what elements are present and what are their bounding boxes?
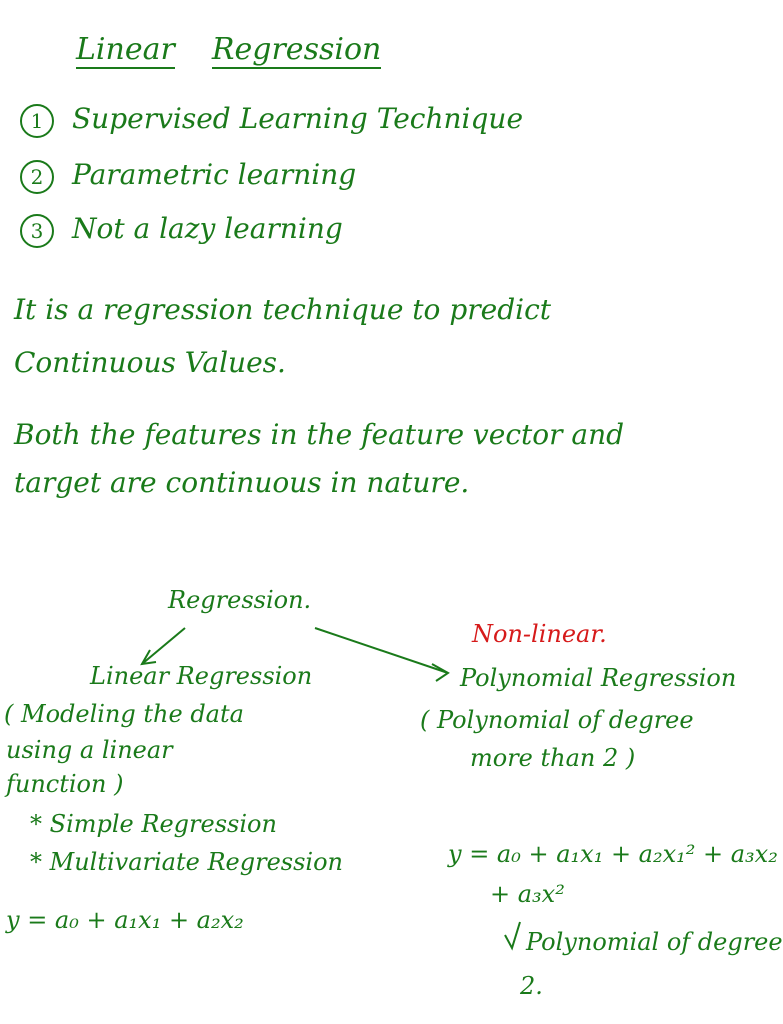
diagram-root: Regression. bbox=[168, 586, 312, 614]
check-mark-icon bbox=[504, 921, 521, 951]
linear-desc-line: using a linear bbox=[6, 736, 173, 764]
list-item: 1 Supervised Learning Technique bbox=[20, 102, 523, 138]
item-number: 2 bbox=[20, 160, 54, 194]
linear-desc-line: ( Modeling the data bbox=[4, 700, 244, 728]
polynomial-regression-title: Polynomial Regression bbox=[460, 664, 737, 692]
paragraph-line: target are continuous in nature. bbox=[14, 466, 470, 499]
arrow-to-polynomial bbox=[314, 627, 449, 674]
item-text: Supervised Learning Technique bbox=[72, 102, 524, 135]
arrow-head-left bbox=[140, 649, 157, 666]
linear-regression-title: Linear Regression bbox=[90, 662, 313, 690]
polynomial-equation-line: + a₃x² bbox=[490, 880, 565, 908]
item-number: 1 bbox=[20, 104, 54, 138]
list-item: 3 Not a lazy learning bbox=[20, 212, 343, 248]
title-word-linear: Linear bbox=[76, 32, 175, 69]
polynomial-degree-note: Polynomial of degree bbox=[526, 928, 783, 956]
item-text: Parametric learning bbox=[72, 158, 357, 191]
bullet-item: * Simple Regression bbox=[30, 810, 277, 838]
page-title: Linear Regression bbox=[76, 32, 382, 69]
arrow-to-linear bbox=[141, 627, 186, 665]
bullet-item: * Multivariate Regression bbox=[30, 848, 343, 876]
linear-equation: y = a₀ + a₁x₁ + a₂x₂ bbox=[6, 906, 244, 934]
polynomial-equation-line: y = a₀ + a₁x₁ + a₂x₁² + a₃x₂ bbox=[448, 840, 778, 868]
arrow-head-right bbox=[431, 663, 450, 682]
paragraph-line: It is a regression technique to predict bbox=[14, 293, 552, 326]
polynomial-desc-line: more than 2 ) bbox=[470, 744, 636, 772]
paragraph-line: Continuous Values. bbox=[14, 346, 286, 379]
polynomial-desc-line: ( Polynomial of degree bbox=[420, 706, 694, 734]
title-word-regression: Regression bbox=[211, 32, 382, 69]
polynomial-degree-note: 2. bbox=[520, 972, 543, 1000]
item-text: Not a lazy learning bbox=[72, 212, 343, 245]
paragraph-line: Both the features in the feature vector … bbox=[14, 418, 625, 451]
linear-desc-line: function ) bbox=[6, 770, 124, 798]
item-number: 3 bbox=[20, 214, 54, 248]
list-item: 2 Parametric learning bbox=[20, 158, 356, 194]
nonlinear-tag: Non-linear. bbox=[472, 620, 607, 648]
